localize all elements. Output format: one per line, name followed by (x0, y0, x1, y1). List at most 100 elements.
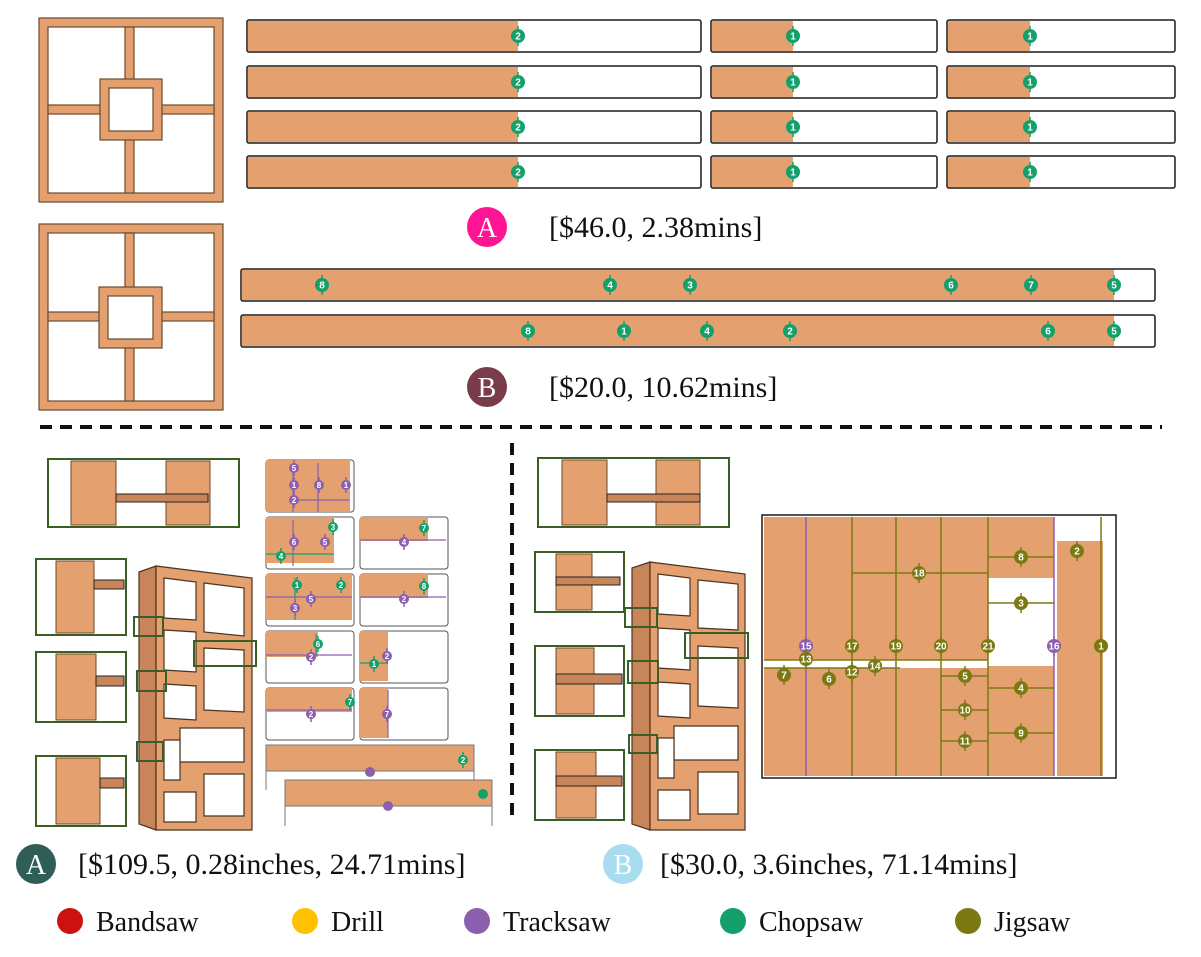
bottom-a-cut-marker: 2 (382, 648, 392, 664)
sheet-b-cut-marker: 8 (1014, 547, 1028, 567)
top-a-cut-marker-label: 1 (1027, 78, 1033, 89)
top-b-cut-marker-label: 3 (687, 281, 693, 292)
bottom-a-cut-marker-label: 4 (402, 538, 407, 547)
bottom-a-panel (359, 687, 449, 741)
sheet-b-cut-marker-label: 4 (1018, 684, 1024, 695)
top-b-badge-letter: B (478, 373, 497, 404)
zoom-inset-a1 (47, 458, 240, 528)
bottom-a-cut-marker: 6 (289, 534, 299, 550)
top-b-cut-marker: 2 (783, 321, 797, 341)
bottom-a-cut-marker (478, 789, 488, 799)
top-a-summary-text: [$46.0, 2.38mins] (549, 211, 762, 244)
bottom-a-cut-marker-label: 1 (292, 481, 297, 490)
bottom-a-cut-marker-label: 2 (292, 496, 297, 505)
top-a-board: 1 (710, 155, 938, 189)
top-b-cut-marker-label: 8 (319, 281, 325, 292)
bottom-a-cut-marker-label: 4 (279, 552, 284, 561)
bottom-a-cut-marker: 4 (276, 548, 286, 564)
top-b-cut-marker-label: 5 (1111, 281, 1117, 292)
top-a-badge (467, 207, 507, 247)
bottom-a-cut-marker: 7 (419, 520, 429, 536)
sheet-b-cut-marker-label: 10 (959, 706, 971, 717)
legend-label: Bandsaw (96, 907, 199, 938)
bottom-a-cut-marker-label: 1 (295, 581, 300, 590)
top-b-summary: B [$20.0, 10.62mins] (467, 367, 777, 407)
top-b-cut-marker-label: 6 (948, 281, 954, 292)
top-b-cut-marker: 4 (700, 321, 714, 341)
bottom-a-cut-marker-label: 3 (331, 523, 336, 532)
top-a-cut-marker-label: 1 (790, 78, 796, 89)
top-a-cut-marker: 1 (786, 162, 800, 182)
bottom-a-cut-marker-label: 5 (292, 464, 297, 473)
top-a-cut-marker: 1 (1023, 26, 1037, 46)
bottom-a-summary: A [$109.5, 0.28inches, 24.71mins] (16, 844, 465, 884)
bottom-a-cut-marker (365, 767, 375, 777)
bottom-a-cut-marker: 3 (328, 519, 338, 535)
bottom-b-summary: B [$30.0, 3.6inches, 71.14mins] (603, 844, 1017, 884)
bottom-a-cut-marker-label: 2 (309, 653, 314, 662)
bottom-a-cut-marker-label: 6 (316, 640, 321, 649)
top-b-cut-marker: 5 (1107, 275, 1121, 295)
bottom-a-cut-marker-label: 5 (309, 595, 314, 604)
top-a-board: 1 (946, 155, 1176, 189)
bottom-a-panel (265, 459, 355, 513)
top-a-cut-marker: 2 (511, 117, 525, 137)
bookshelf-b-zoom-markers (624, 607, 749, 754)
zoom-inset-a2 (35, 558, 127, 636)
top-a-badge-letter: A (477, 213, 498, 244)
zoom-inset-b3 (534, 645, 625, 717)
top-a-cut-marker-label: 1 (790, 123, 796, 134)
sheet-b-cut-marker: 18 (912, 563, 926, 583)
bottom-a-cut-marker: 1 (369, 656, 379, 672)
bottom-a-cut-marker-label: 8 (317, 481, 322, 490)
bottom-a-cut-marker-label: 3 (293, 604, 298, 613)
sheet-b-cut-marker-label: 6 (826, 675, 832, 686)
sheet-b-cut-marker: 1 (1094, 636, 1108, 656)
top-a-cut-marker-label: 2 (515, 32, 521, 43)
bottom-a-cut-marker: 7 (345, 694, 355, 710)
top-b-cut-marker: 5 (1107, 321, 1121, 341)
bottom-a-cut-marker: 2 (399, 591, 409, 607)
top-a-board: 1 (946, 65, 1176, 99)
top-a-board: 1 (946, 110, 1176, 144)
sheet-b-cut-marker-label: 7 (781, 671, 787, 682)
top-b-cut-marker: 4 (603, 275, 617, 295)
sheet-b-cut-marker: 12 (845, 662, 859, 682)
top-a-cut-marker: 1 (786, 72, 800, 92)
bottom-a-cut-marker: 1 (341, 477, 351, 493)
sheet-b-cut-marker: 11 (958, 731, 972, 751)
bottom-a-cut-marker: 5 (306, 591, 316, 607)
top-a-board: 1 (710, 110, 938, 144)
sheet-b-layout (761, 514, 1117, 779)
top-b-cut-marker: 6 (1041, 321, 1055, 341)
sheet-b-cut-marker: 19 (889, 636, 903, 656)
top-b-badge (467, 367, 507, 407)
top-a-board: 1 (710, 65, 938, 99)
top-b-cut-marker-label: 5 (1111, 327, 1117, 338)
zoom-inset-b4 (534, 749, 625, 821)
bottom-a-panel (359, 630, 449, 684)
top-b-summary-text: [$20.0, 10.62mins] (549, 371, 777, 404)
bookshelf-b-zoom-insets (534, 457, 730, 821)
top-a-cut-marker-label: 1 (790, 32, 796, 43)
sheet-b-cut-marker-label: 19 (890, 642, 902, 653)
bottom-a-long-board (265, 744, 475, 790)
top-a-cut-marker-label: 1 (790, 168, 796, 179)
bottom-b-badge-letter: B (614, 850, 633, 881)
bottom-a-cut-marker: 2 (336, 577, 346, 593)
sheet-b-cut-marker: 14 (868, 656, 882, 676)
bottom-a-cut-marker-label: 2 (339, 581, 344, 590)
legend-swatch (720, 908, 746, 934)
sheet-b-cut-marker-label: 18 (913, 569, 925, 580)
sheet-b-cut-marker-label: 17 (846, 642, 858, 653)
sheet-b-cut-marker-label: 3 (1018, 599, 1024, 610)
legend-item-jigsaw: Jigsaw (955, 907, 1071, 938)
top-a-cut-marker-label: 1 (1027, 168, 1033, 179)
sheet-b-cut-marker: 7 (777, 665, 791, 685)
top-b-cut-marker-label: 1 (621, 327, 627, 338)
bottom-a-cut-marker: 2 (306, 706, 316, 722)
